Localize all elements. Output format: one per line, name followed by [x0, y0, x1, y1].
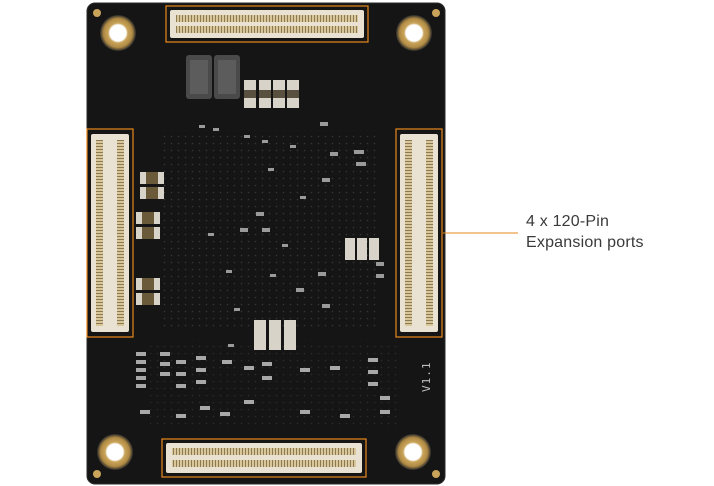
callout-label-line1: 4 x 120-Pin: [526, 213, 610, 230]
board-revision-label: V1.1: [420, 361, 433, 393]
capacitor-stack-left: [136, 172, 164, 305]
callout-label-line2: Expansion ports: [526, 234, 644, 251]
connector-top: [165, 5, 369, 43]
capacitor-group-center: [254, 238, 379, 350]
smd-components: [199, 122, 384, 347]
mounting-hole-bottom-right: [395, 434, 431, 470]
mounting-hole-bottom-left: [97, 434, 133, 470]
connector-bottom: [161, 438, 367, 478]
mounting-hole-top-left: [100, 15, 136, 51]
connector-left: [86, 128, 134, 338]
connector-right: [395, 128, 443, 338]
mounting-hole-top-right: [396, 15, 432, 51]
power-inductors: [186, 55, 240, 99]
resistor-arrays: [136, 352, 390, 418]
